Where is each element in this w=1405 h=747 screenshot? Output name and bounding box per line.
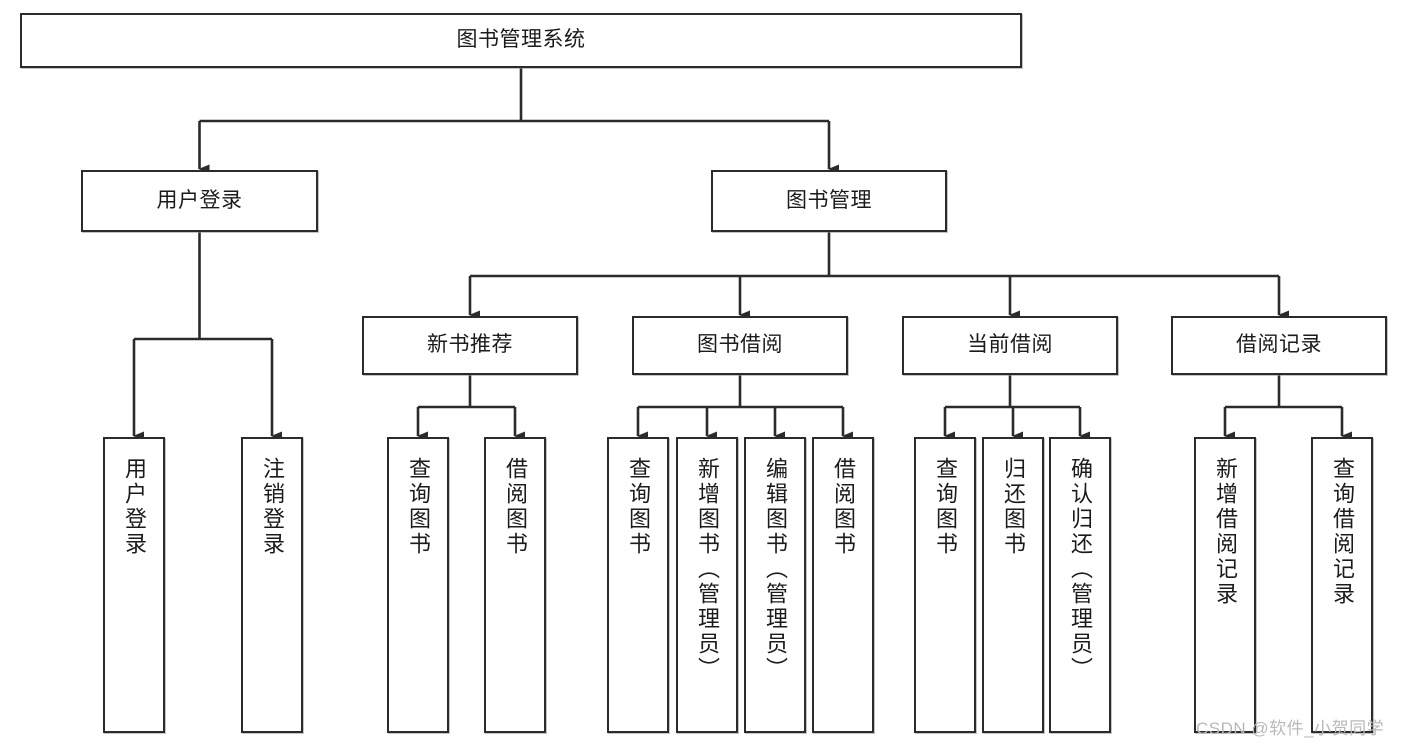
node-label-leaf-add-book: 新增图书（管理员） [695, 457, 720, 682]
node-leaf-confirm-return[interactable]: 确认归还（管理员） [1049, 437, 1111, 733]
edges-group [132, 68, 1352, 441]
node-label-new-book-recommend: 新书推荐 [427, 333, 513, 357]
node-label-book-borrow: 图书借阅 [697, 333, 783, 357]
node-label-leaf-query-book-2: 查询图书 [626, 457, 651, 557]
node-label-leaf-add-record: 新增借阅记录 [1213, 457, 1238, 607]
node-book-manage[interactable]: 图书管理 [711, 170, 947, 232]
node-root[interactable]: 图书管理系统 [20, 13, 1022, 68]
node-book-borrow[interactable]: 图书借阅 [632, 316, 848, 375]
node-label-leaf-return-book: 归还图书 [1001, 457, 1026, 557]
node-label-leaf-user-logout: 注销登录 [260, 457, 285, 557]
node-user-login[interactable]: 用户登录 [81, 170, 318, 232]
node-label-leaf-borrow-book-1: 借阅图书 [503, 457, 528, 557]
node-label-leaf-edit-book: 编辑图书（管理员） [763, 457, 788, 682]
node-leaf-edit-book[interactable]: 编辑图书（管理员） [744, 437, 806, 733]
node-leaf-borrow-book-2[interactable]: 借阅图书 [812, 437, 874, 733]
node-leaf-query-book-2[interactable]: 查询图书 [607, 437, 669, 733]
node-label-leaf-borrow-book-2: 借阅图书 [831, 457, 856, 557]
node-leaf-query-book-1[interactable]: 查询图书 [387, 437, 449, 733]
node-label-leaf-query-book-1: 查询图书 [406, 457, 431, 557]
node-label-leaf-query-book-3: 查询图书 [933, 457, 958, 557]
node-label-leaf-user-login: 用户登录 [122, 457, 147, 557]
node-leaf-return-book[interactable]: 归还图书 [982, 437, 1044, 733]
node-borrow-record[interactable]: 借阅记录 [1171, 316, 1387, 375]
node-label-book-manage: 图书管理 [786, 188, 872, 212]
node-leaf-add-record[interactable]: 新增借阅记录 [1194, 437, 1256, 733]
node-leaf-user-logout[interactable]: 注销登录 [241, 437, 303, 733]
node-label-leaf-confirm-return: 确认归还（管理员） [1068, 457, 1093, 682]
watermark-text: CSDN @软件_小贺同学 [1196, 719, 1385, 738]
node-leaf-borrow-book-1[interactable]: 借阅图书 [484, 437, 546, 733]
node-leaf-user-login[interactable]: 用户登录 [103, 437, 165, 733]
node-label-borrow-record: 借阅记录 [1236, 333, 1322, 357]
node-new-book-recommend[interactable]: 新书推荐 [362, 316, 578, 375]
node-leaf-add-book[interactable]: 新增图书（管理员） [676, 437, 738, 733]
node-leaf-query-record[interactable]: 查询借阅记录 [1311, 437, 1373, 733]
node-leaf-query-book-3[interactable]: 查询图书 [914, 437, 976, 733]
node-label-leaf-query-record: 查询借阅记录 [1330, 457, 1355, 607]
node-label-user-login: 用户登录 [156, 188, 243, 212]
node-label-root: 图书管理系统 [456, 28, 586, 52]
node-current-borrow[interactable]: 当前借阅 [902, 316, 1118, 375]
node-label-current-borrow: 当前借阅 [967, 333, 1053, 357]
